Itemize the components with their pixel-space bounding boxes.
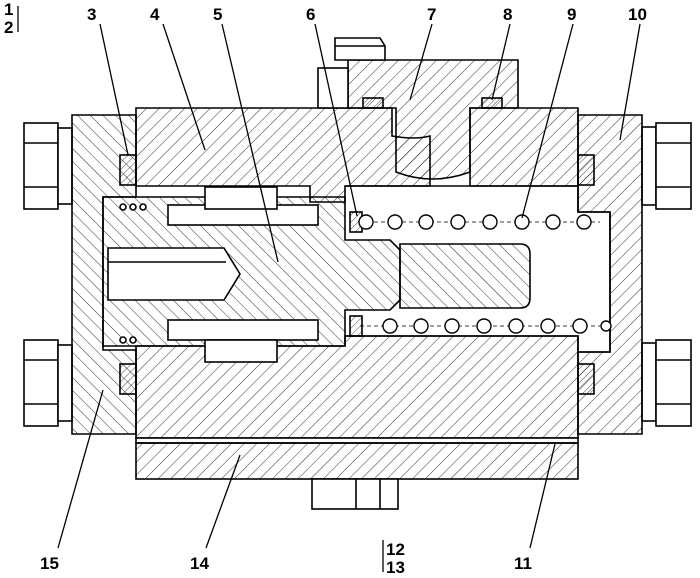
upper-body — [135, 107, 431, 203]
callout-14: 14 — [190, 554, 209, 573]
callout-10: 10 — [628, 5, 647, 24]
callout-13: 13 — [386, 558, 405, 577]
seal-right-top — [577, 154, 595, 186]
top-cap — [347, 59, 519, 180]
base-plate — [135, 442, 579, 480]
spool-rod — [399, 243, 531, 309]
callout-1: 1 — [4, 0, 13, 19]
cap-seal-left — [362, 97, 384, 109]
spool-groove-bottom — [167, 319, 319, 341]
top-nut — [317, 67, 349, 109]
right-lower-fitting — [641, 339, 692, 427]
port-slot-top — [204, 186, 278, 210]
spool-bore — [107, 247, 241, 301]
left-lower-fitting — [23, 339, 73, 427]
port-slot-bottom — [204, 339, 278, 363]
lower-body — [135, 335, 579, 439]
callout-11: 11 — [514, 554, 532, 573]
left-spring-marks — [119, 203, 147, 344]
seal-left-bottom — [119, 363, 137, 395]
callout-8: 8 — [503, 5, 512, 24]
callout-3: 3 — [87, 5, 96, 24]
callout-2: 2 — [4, 18, 13, 37]
callout-6: 6 — [306, 5, 315, 24]
upper-body-right — [469, 107, 579, 187]
right-upper-fitting — [641, 122, 692, 210]
callout-5: 5 — [213, 5, 222, 24]
callout-15: 15 — [40, 554, 59, 573]
top-screw — [334, 37, 386, 61]
callout-12: 12 — [386, 540, 405, 559]
callout-9: 9 — [567, 5, 576, 24]
seal-left-top — [119, 154, 137, 186]
callouts: 1 2 3 4 5 6 7 8 9 10 11 12 13 14 15 — [4, 0, 647, 577]
bottom-port — [311, 478, 399, 510]
spring — [358, 214, 612, 334]
left-upper-fitting — [23, 122, 73, 210]
seal-right-bottom — [577, 363, 595, 395]
callout-4: 4 — [150, 5, 160, 24]
callout-7: 7 — [427, 5, 436, 24]
bore-outline — [345, 185, 611, 353]
leader-lines — [17, 6, 641, 572]
